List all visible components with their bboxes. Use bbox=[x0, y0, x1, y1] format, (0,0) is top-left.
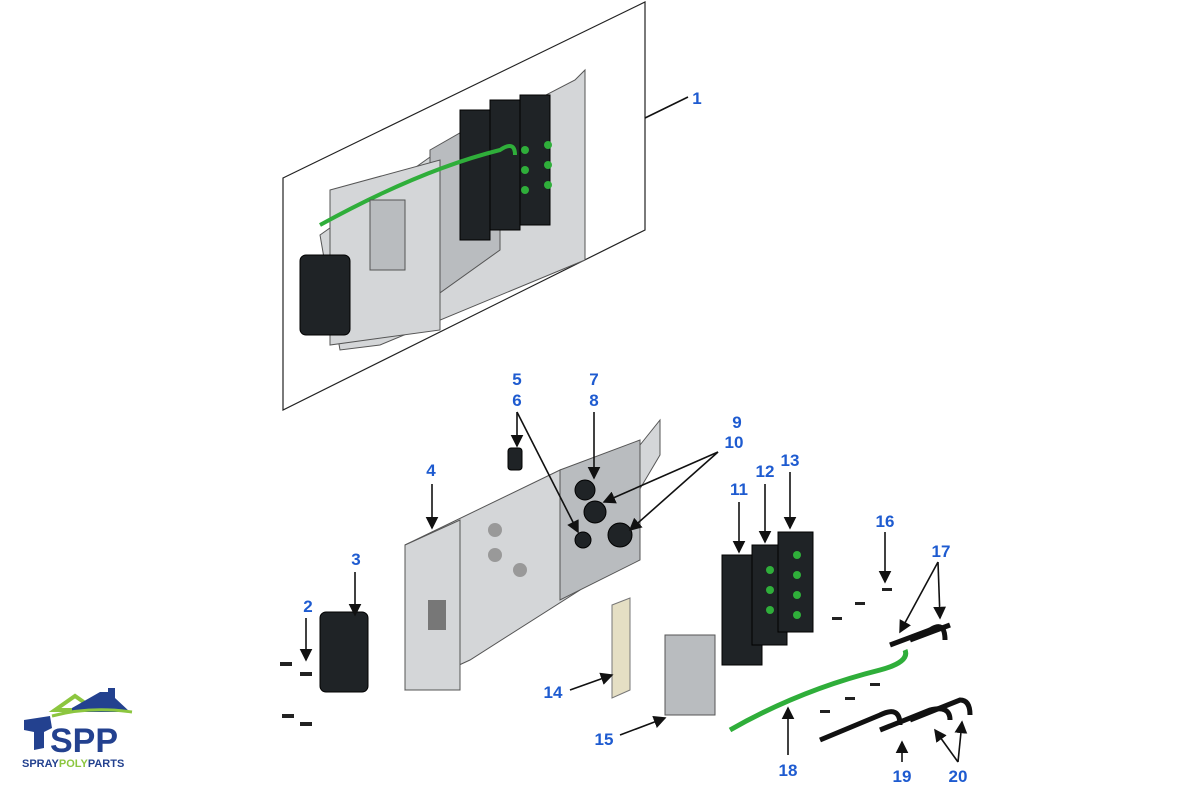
callout-19: 19 bbox=[893, 767, 912, 786]
callout-11: 11 bbox=[730, 480, 748, 499]
callout-18: 18 bbox=[779, 761, 798, 780]
callout-9: 9 bbox=[732, 413, 741, 432]
callout-2: 2 bbox=[303, 597, 312, 616]
logo-wordmark: SPRAYPOLYPARTS bbox=[22, 758, 124, 770]
callout-3: 3 bbox=[351, 550, 360, 569]
callout-20: 20 bbox=[949, 767, 968, 786]
callout-5: 5 bbox=[512, 370, 521, 389]
assembly-inset bbox=[282, 1, 646, 411]
part-2-screws bbox=[280, 662, 312, 726]
cable-glands bbox=[574, 479, 633, 549]
callout-17: 17 bbox=[932, 542, 951, 561]
callout-4: 4 bbox=[426, 461, 436, 480]
callout-labels: 1 2 3 4 5 6 7 8 9 10 11 12 13 14 15 16 1… bbox=[303, 89, 967, 786]
callout-6: 6 bbox=[512, 391, 521, 410]
logo-word-poly: POLY bbox=[59, 758, 89, 770]
spraypolyparts-logo: SPP SPRAYPOLYPARTS bbox=[22, 688, 133, 770]
enclosure-plate bbox=[404, 418, 661, 691]
callout-15: 15 bbox=[595, 730, 614, 749]
io-modules bbox=[721, 531, 814, 666]
terminal-block bbox=[664, 634, 716, 716]
part-5 bbox=[507, 447, 523, 471]
leader-lines bbox=[299, 96, 968, 763]
callout-12: 12 bbox=[756, 462, 775, 481]
callout-16: 16 bbox=[876, 512, 895, 531]
callout-1: 1 bbox=[692, 89, 701, 108]
callout-10: 10 bbox=[725, 433, 744, 452]
logo-word-parts: PARTS bbox=[88, 758, 124, 770]
logo-mark: SPP bbox=[50, 722, 118, 760]
callout-13: 13 bbox=[781, 451, 800, 470]
callout-14: 14 bbox=[544, 683, 563, 702]
part-3 bbox=[319, 611, 369, 693]
callout-7: 7 bbox=[589, 370, 598, 389]
screws bbox=[820, 588, 892, 713]
logo-word-spray: SPRAY bbox=[22, 758, 60, 770]
callout-8: 8 bbox=[589, 391, 598, 410]
din-rail bbox=[611, 597, 631, 699]
jumpers bbox=[819, 622, 973, 743]
ground-cable bbox=[728, 649, 909, 733]
